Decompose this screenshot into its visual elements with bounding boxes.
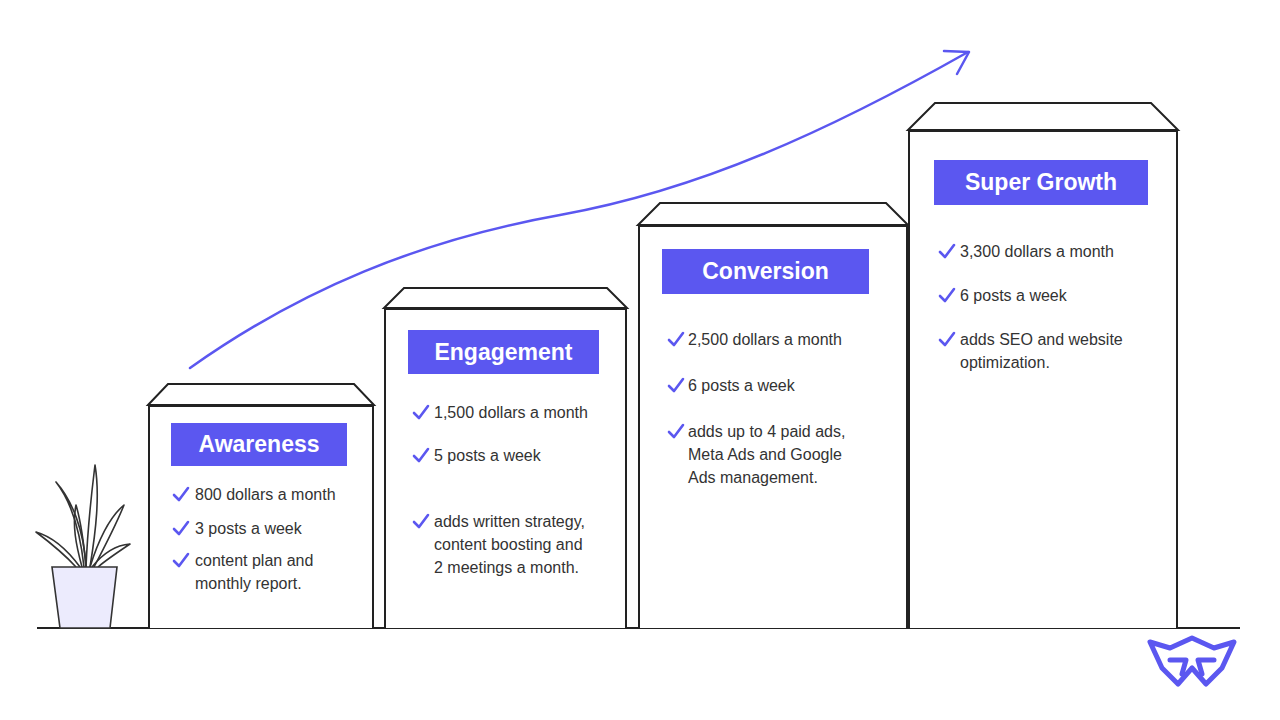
- check-icon: [412, 404, 430, 422]
- tier-box: Super Growth 3,300 dollars a month 6 posts…: [908, 130, 1178, 628]
- check-icon: [172, 520, 190, 538]
- check-icon: [938, 243, 956, 261]
- check-icon: [938, 331, 956, 349]
- item-text: adds up to 4 paid ads, Meta Ads and Goog…: [688, 420, 858, 489]
- item-text: adds SEO and website optimization.: [960, 328, 1150, 374]
- box-top: [384, 288, 627, 308]
- item-text: 6 posts a week: [688, 374, 795, 397]
- check-icon: [172, 486, 190, 504]
- tier-heading: Awareness: [171, 423, 347, 466]
- plant-pot: [52, 567, 117, 628]
- item-text: 800 dollars a month: [195, 483, 336, 506]
- item-text: 3 posts a week: [195, 517, 302, 540]
- item-text: content plan and monthly report.: [195, 549, 345, 595]
- check-icon: [172, 552, 190, 570]
- plant: [36, 465, 130, 567]
- check-icon: [412, 447, 430, 465]
- item-text: 5 posts a week: [434, 444, 541, 467]
- box-top: [908, 103, 1178, 130]
- tier-box: Engagement 1,500 dollars a month 5 posts a…: [384, 308, 627, 628]
- logo: [1150, 638, 1234, 684]
- arrow-head: [944, 51, 969, 74]
- tier-heading: Conversion: [662, 249, 869, 294]
- item-text: adds written strategy, content boosting …: [434, 510, 591, 579]
- item-text: 3,300 dollars a month: [960, 240, 1114, 263]
- check-icon: [938, 287, 956, 305]
- check-icon: [412, 513, 430, 531]
- item-text: 2,500 dollars a month: [688, 328, 842, 351]
- check-icon: [667, 377, 685, 395]
- tier-heading: Engagement: [408, 330, 599, 374]
- box-top: [638, 203, 908, 225]
- tier-box: Conversion 2,500 dollars a month 6 posts a…: [638, 225, 908, 628]
- item-text: 6 posts a week: [960, 284, 1067, 307]
- item-text: 1,500 dollars a month: [434, 401, 588, 424]
- check-icon: [667, 331, 685, 349]
- check-icon: [667, 423, 685, 441]
- box-top: [148, 384, 374, 405]
- tier-heading: Super Growth: [934, 160, 1148, 205]
- tier-box: Awareness 800 dollars a month 3 posts a we…: [148, 405, 374, 628]
